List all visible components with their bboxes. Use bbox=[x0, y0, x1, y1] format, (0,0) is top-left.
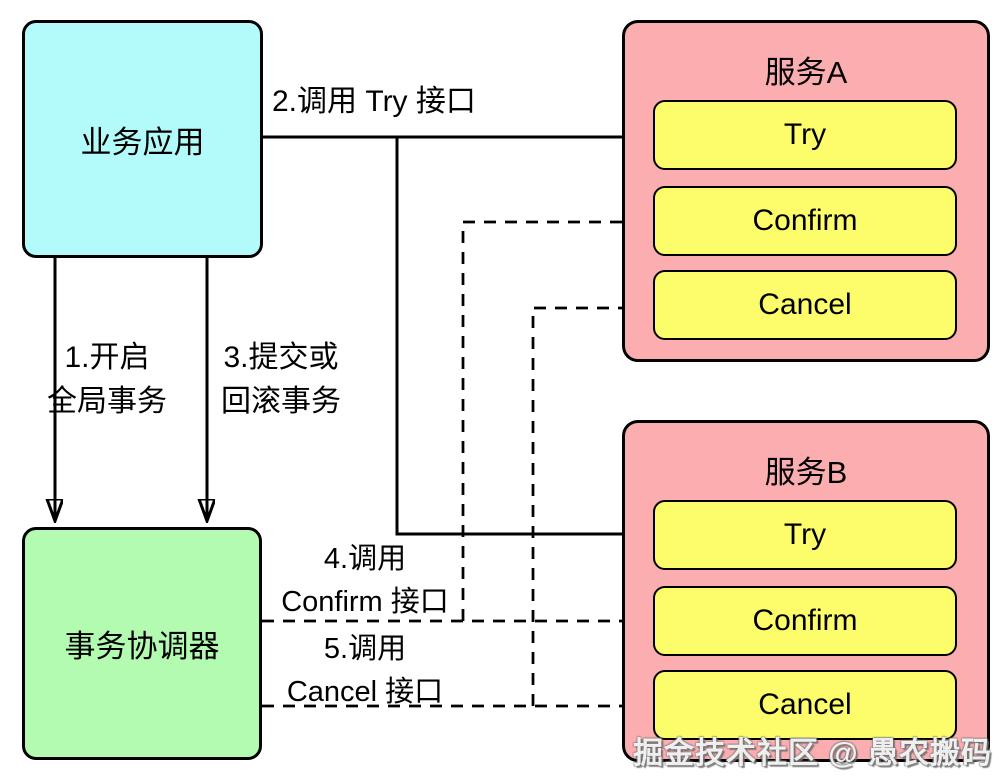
transaction-coordinator-label: 事务协调器 bbox=[64, 629, 220, 664]
service-a-confirm-label: Confirm bbox=[752, 204, 858, 237]
service-a-title: 服务A bbox=[764, 55, 848, 90]
service-b-panel: 服务B Try Confirm Cancel bbox=[622, 420, 990, 762]
business-app-node: 业务应用 bbox=[22, 20, 263, 258]
edge-label-step4-call-confirm: 4.调用 Confirm 接口 bbox=[281, 543, 449, 618]
edge-label-step3-commit-or-rollback: 3.提交或 回滚事务 bbox=[221, 341, 341, 418]
service-a-panel: 服务A Try Confirm Cancel bbox=[622, 20, 990, 362]
service-b-try-label: Try bbox=[783, 518, 827, 551]
watermark: 掘金技术社区 @ 愚农搬码 bbox=[633, 737, 992, 770]
service-b-cancel-box: Cancel bbox=[653, 670, 957, 740]
service-b-cancel-label: Cancel bbox=[758, 688, 852, 721]
service-a-cancel-box: Cancel bbox=[653, 270, 957, 340]
edge-label-step5-call-cancel: 5.调用 Cancel 接口 bbox=[286, 633, 444, 708]
edge-step2-arrow-service-b-try bbox=[395, 137, 646, 534]
service-a-confirm-box: Confirm bbox=[653, 186, 957, 256]
service-a-cancel-label: Cancel bbox=[758, 288, 852, 321]
service-a-try-label: Try bbox=[783, 118, 827, 151]
service-b-confirm-box: Confirm bbox=[653, 586, 957, 656]
edge-label-step2-call-try: 2.调用 Try 接口 bbox=[272, 85, 476, 118]
service-b-try-box: Try bbox=[653, 500, 957, 570]
transaction-coordinator-node: 事务协调器 bbox=[22, 527, 262, 760]
edge-step4-arrow-service-a-confirm bbox=[461, 222, 646, 621]
business-app-label: 业务应用 bbox=[80, 124, 205, 160]
edge-label-step1-begin-global-tx: 1.开启 全局事务 bbox=[47, 341, 167, 418]
service-b-title: 服务B bbox=[764, 455, 848, 490]
service-b-confirm-label: Confirm bbox=[752, 604, 858, 637]
service-a-try-box: Try bbox=[653, 100, 957, 170]
